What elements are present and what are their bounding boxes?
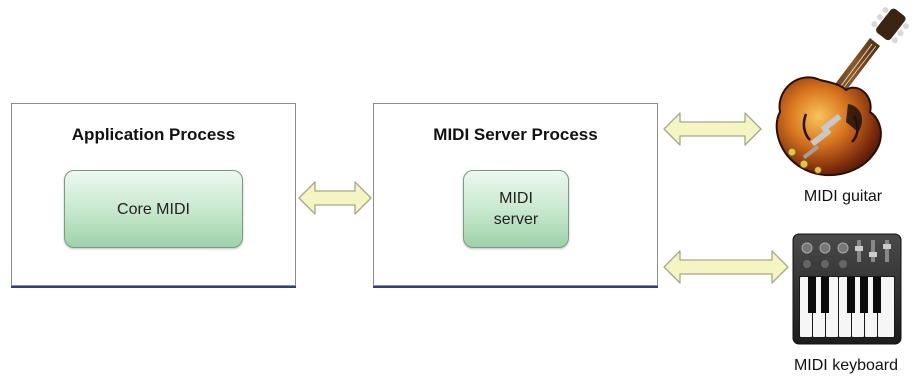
core-midi-label: Core MIDI	[117, 200, 190, 218]
guitar-icon	[775, 7, 909, 177]
midi-keyboard-label: MIDI keyboard	[793, 357, 899, 374]
midi-server-process-box: MIDI Server Process MIDI server	[373, 103, 658, 286]
midi-server-component: MIDI server	[463, 170, 569, 248]
double-headed-arrow-icon	[663, 250, 789, 284]
midi-guitar-label: MIDI guitar	[803, 188, 883, 205]
midi-server-label-line2: server	[493, 211, 539, 228]
midi-server-process-title: MIDI Server Process	[433, 125, 598, 144]
core-midi-component: Core MIDI	[64, 170, 243, 248]
double-headed-arrow-icon	[298, 181, 372, 215]
application-process-title: Application Process	[71, 125, 236, 144]
application-process-box: Application Process Core MIDI	[11, 103, 296, 286]
double-headed-arrow-icon	[663, 112, 762, 146]
midi-server-label-line1: MIDI	[499, 190, 533, 207]
piano-keyboard-icon	[792, 233, 902, 345]
